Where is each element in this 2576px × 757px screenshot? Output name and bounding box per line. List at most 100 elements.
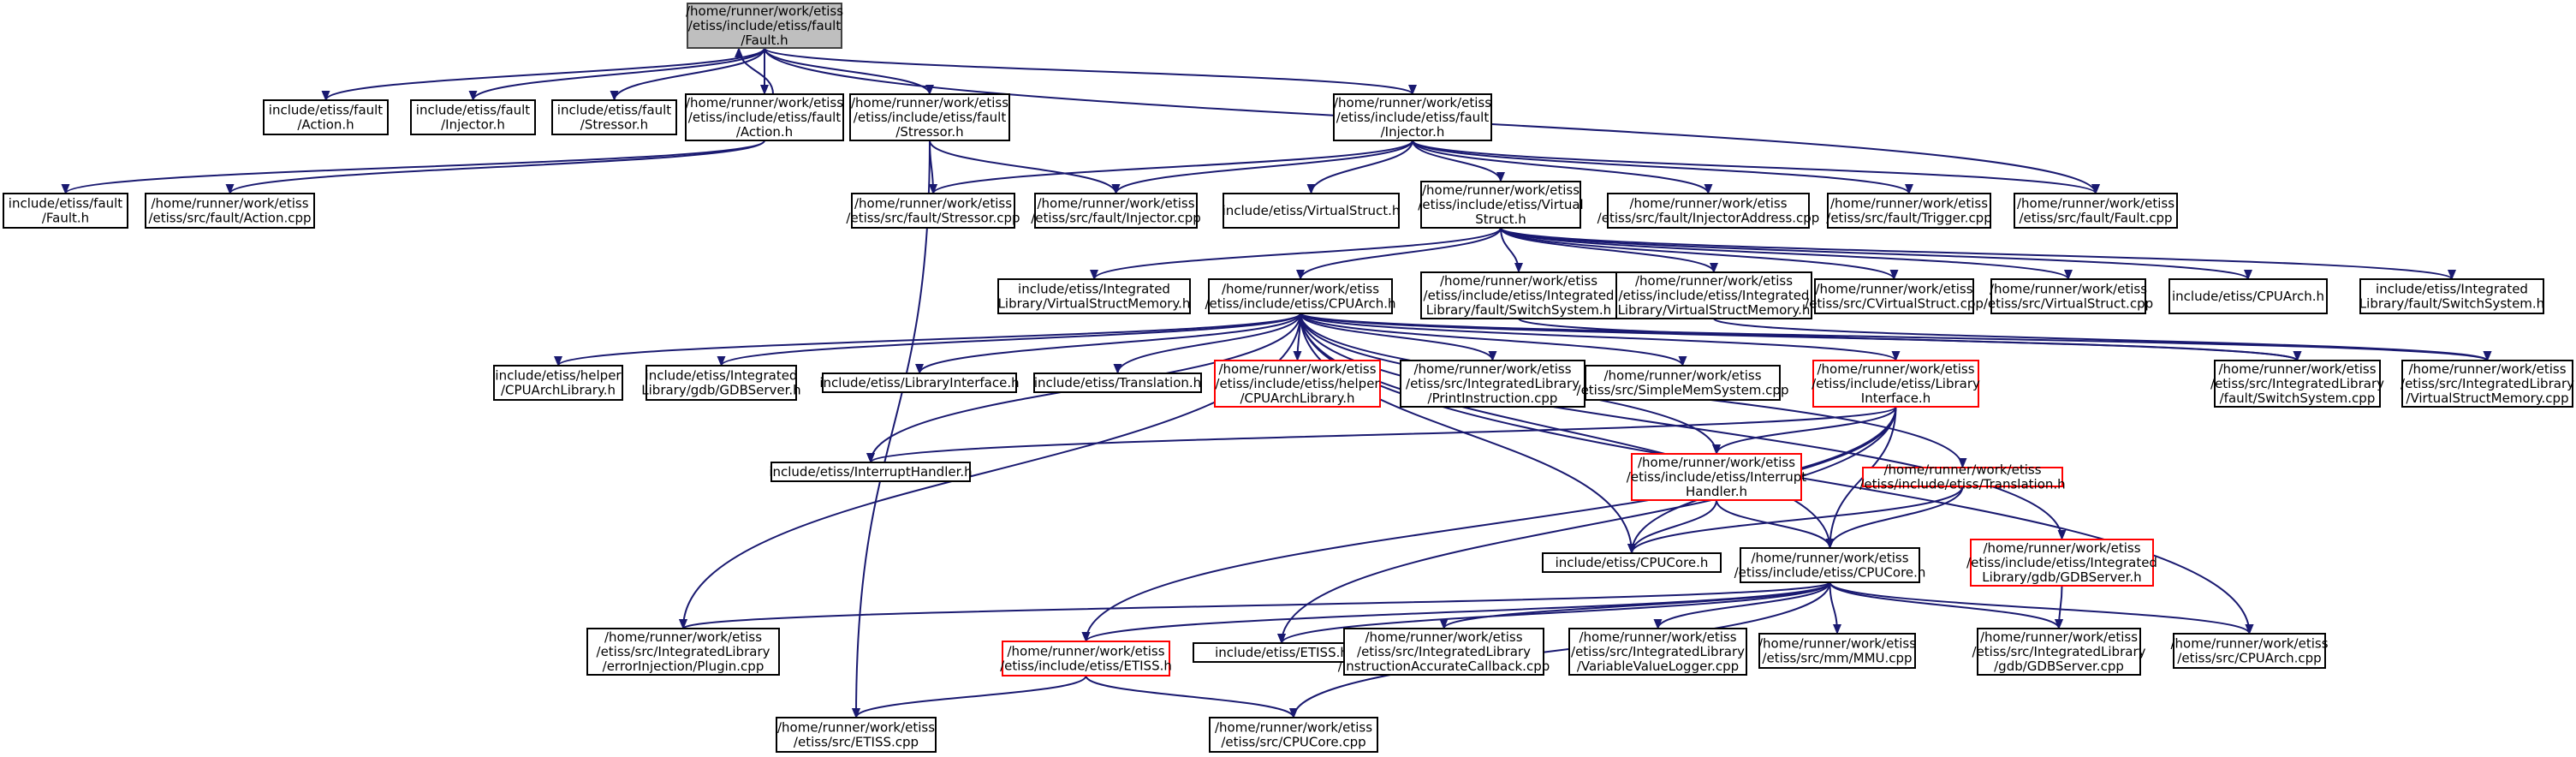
- node-inc-translation[interactable]: include/etiss/Translation.h: [1033, 373, 1202, 393]
- node-gdbserver-cpp[interactable]: /home/runner/work/etiss/etiss/src/Integr…: [1972, 628, 2146, 676]
- edge-vstruct_h-to-il_vsm_h: [1500, 227, 1718, 273]
- node-label: /etiss/include/etiss/Integrated: [1966, 555, 2157, 570]
- node-label: Library/gdb/GDBServer.h: [641, 383, 800, 398]
- node-label: include/etiss/Translation.h: [1034, 375, 1201, 390]
- edge-cpucore_h-to-vvl_cpp: [1653, 581, 1831, 629]
- edge-etiss_h-to-cpucore_cpp: [1085, 675, 1298, 718]
- edge-injector_h-to-inc_vstruct: [1306, 140, 1413, 194]
- node-label: /home/runner/work/etiss: [1830, 196, 1988, 212]
- node-label: /etiss/src/fault/InjectorAddress.cpp: [1597, 211, 1820, 226]
- node-etiss-cpp[interactable]: /home/runner/work/etiss/etiss/src/ETISS.…: [776, 717, 937, 753]
- node-box: [2359, 278, 2544, 314]
- node-il-fault-ss-h[interactable]: /home/runner/work/etiss/etiss/include/et…: [1420, 271, 1617, 319]
- node-label: /home/runner/work/etiss: [1883, 462, 2041, 478]
- node-box: [1209, 717, 1378, 753]
- node-label: Library/fault/SwitchSystem.h: [1426, 302, 1611, 318]
- node-label: /home/runner/work/etiss: [1334, 95, 1491, 110]
- node-label: Handler.h: [1686, 484, 1747, 499]
- node-label: /home/runner/work/etiss: [1007, 644, 1164, 659]
- node-injaddr-cpp[interactable]: /home/runner/work/etiss/etiss/src/fault/…: [1597, 193, 1820, 229]
- node-label: /home/runner/work/etiss: [2017, 196, 2174, 212]
- node-inc-fault[interactable]: include/etiss/fault/Fault.h: [3, 193, 128, 229]
- node-simplemem-cpp[interactable]: /home/runner/work/etiss/etiss/src/Simple…: [1577, 365, 1789, 401]
- node-label: /etiss/include/etiss/CPUCore.h: [1734, 565, 1926, 581]
- node-label: /home/runner/work/etiss: [1990, 282, 2147, 297]
- node-label: /home/runner/work/etiss: [1413, 361, 1571, 377]
- node-mmu-cpp[interactable]: /home/runner/work/etiss/etiss/src/mm/MMU…: [1758, 633, 1916, 669]
- edge-injector_h-to-injaddr_cpp: [1412, 140, 1713, 194]
- node-box: [1033, 373, 1202, 393]
- edge-vstruct_h-to-inc_cpuarch: [1500, 227, 2252, 280]
- node-il-vsm-cpp[interactable]: /home/runner/work/etiss/etiss/src/Integr…: [2400, 360, 2574, 408]
- node-inc-helper-cal[interactable]: include/etiss/helper/CPUArchLibrary.h: [493, 365, 623, 401]
- node-il-fault-ss-cpp[interactable]: /home/runner/work/etiss/etiss/src/Integr…: [2210, 360, 2384, 408]
- node-inc-action[interactable]: include/etiss/fault/Action.h: [263, 99, 389, 135]
- node-stressor-cpp[interactable]: /home/runner/work/etiss/etiss/src/fault/…: [846, 193, 1020, 229]
- node-label: /home/runner/work/etiss: [1629, 196, 1787, 212]
- node-cpuarch-cpp[interactable]: /home/runner/work/etiss/etiss/src/CPUArc…: [2170, 633, 2329, 669]
- node-label: /VirtualStructMemory.cpp: [2406, 390, 2568, 406]
- node-inc-il-vsm[interactable]: include/etiss/IntegratedLibrary/VirtualS…: [997, 278, 1191, 314]
- node-label: include/etiss/fault: [557, 103, 672, 118]
- node-inc-interrupt[interactable]: include/etiss/InterruptHandler.h: [769, 462, 973, 482]
- node-inc-vstruct[interactable]: include/etiss/VirtualStruct.h: [1223, 193, 1401, 229]
- node-inc-etiss[interactable]: include/etiss/ETISS.h: [1193, 642, 1371, 663]
- node-box: [822, 373, 1017, 393]
- node-injector-cpp[interactable]: /home/runner/work/etiss/etiss/src/fault/…: [1031, 193, 1201, 229]
- node-label: /home/runner/work/etiss: [1751, 551, 1908, 566]
- edge-libif_h-to-inc_etiss: [1277, 406, 1897, 644]
- node-box: [3, 193, 128, 229]
- node-label: /home/runner/work/etiss: [1603, 368, 1761, 384]
- node-vstruct-h[interactable]: /home/runner/work/etiss/etiss/include/et…: [1418, 181, 1584, 229]
- node-layer: /home/runner/work/etiss/etiss/include/et…: [3, 3, 2574, 753]
- node-inc-injector[interactable]: include/etiss/fault/Injector.h: [410, 99, 536, 135]
- edge-libif_h-to-inc_interrupt: [866, 406, 1897, 463]
- edge-vstruct_h-to-cpuarch_h: [1296, 227, 1502, 280]
- node-label: /CPUArchLibrary.h: [501, 383, 616, 398]
- node-label: /home/runner/work/etiss: [1983, 540, 2140, 556]
- node-inc-cpucore[interactable]: include/etiss/CPUCore.h: [1542, 552, 1722, 573]
- node-label: Library/VirtualStructMemory.h: [1618, 302, 1811, 318]
- node-cvstruct-cpp[interactable]: /home/runner/work/etiss/etiss/src/CVirtu…: [1805, 278, 1984, 314]
- node-inc-libif[interactable]: include/etiss/LibraryInterface.h: [819, 373, 1020, 393]
- node-label: /home/runner/work/etiss: [1440, 273, 1597, 289]
- edge-cpuarch_h-to-il_vsm_cpp: [1300, 313, 2491, 361]
- edge-cpucore_h-to-inc_etiss: [1277, 581, 1831, 644]
- node-il-vsm-h[interactable]: /home/runner/work/etiss/etiss/include/et…: [1615, 271, 1812, 319]
- node-action-cpp[interactable]: /home/runner/work/etiss/etiss/src/fault/…: [145, 193, 315, 229]
- node-label: Interface.h: [1861, 390, 1931, 406]
- node-stressor-h[interactable]: /home/runner/work/etiss/etiss/include/et…: [849, 93, 1010, 141]
- node-libif-h[interactable]: /home/runner/work/etiss/etiss/include/et…: [1812, 360, 1980, 408]
- node-label: /Stressor.h: [580, 117, 648, 133]
- node-inc-il-gdb[interactable]: include/etiss/IntegratedLibrary/gdb/GDBS…: [641, 365, 801, 401]
- node-printinstr-cpp[interactable]: /home/runner/work/etiss/etiss/src/Integr…: [1400, 360, 1585, 408]
- node-translation-h[interactable]: /home/runner/work/etiss/etiss/include/et…: [1859, 462, 2065, 492]
- node-iac-cpp[interactable]: /home/runner/work/etiss/etiss/src/Integr…: [1338, 628, 1550, 676]
- node-plugin-cpp[interactable]: /home/runner/work/etiss/etiss/src/Integr…: [586, 628, 780, 676]
- node-etiss-h[interactable]: /home/runner/work/etiss/etiss/include/et…: [1000, 641, 1172, 677]
- edge-vstruct_h-to-vstruct_cpp: [1500, 227, 2073, 280]
- node-action-h[interactable]: /home/runner/work/etiss/etiss/include/et…: [685, 93, 844, 141]
- node-cpucore-cpp[interactable]: /home/runner/work/etiss/etiss/src/CPUCor…: [1209, 717, 1378, 753]
- node-helper-cal-h[interactable]: /home/runner/work/etiss/etiss/include/et…: [1214, 360, 1381, 408]
- node-box: [1420, 271, 1617, 319]
- node-label: /etiss/src/CPUArch.cpp: [2177, 651, 2321, 666]
- node-fault-cpp[interactable]: /home/runner/work/etiss/etiss/src/fault/…: [2014, 193, 2178, 229]
- node-label: /etiss/src/IntegratedLibrary: [1406, 376, 1580, 391]
- node-trigger-cpp[interactable]: /home/runner/work/etiss/etiss/src/fault/…: [1826, 193, 1992, 229]
- node-vvl-cpp[interactable]: /home/runner/work/etiss/etiss/src/Integr…: [1568, 628, 1747, 676]
- node-label: include/etiss/helper: [495, 368, 622, 384]
- node-interrupt-h[interactable]: /home/runner/work/etiss/etiss/include/et…: [1627, 453, 1807, 501]
- node-vstruct-cpp[interactable]: /home/runner/work/etiss/etiss/src/Virtua…: [1984, 278, 2153, 314]
- node-box: [1862, 467, 2063, 487]
- node-inc-cpuarch[interactable]: include/etiss/CPUArch.h: [2168, 278, 2328, 314]
- node-inc-stressor[interactable]: include/etiss/fault/Stressor.h: [551, 99, 677, 135]
- node-injector-h[interactable]: /home/runner/work/etiss/etiss/include/et…: [1333, 93, 1492, 141]
- node-inc-il-fault-ss[interactable]: include/etiss/IntegratedLibrary/fault/Sw…: [2359, 278, 2544, 314]
- node-fault-h[interactable]: /home/runner/work/etiss/etiss/include/et…: [686, 3, 843, 49]
- node-label: /etiss/include/etiss/ETISS.h: [1000, 659, 1172, 674]
- node-cpuarch-h[interactable]: /home/runner/work/etiss/etiss/include/et…: [1205, 278, 1396, 314]
- node-il-gdb-h[interactable]: /home/runner/work/etiss/etiss/include/et…: [1966, 539, 2157, 587]
- node-cpucore-h[interactable]: /home/runner/work/etiss/etiss/include/et…: [1734, 547, 1926, 583]
- node-label: /Fault.h: [42, 211, 89, 226]
